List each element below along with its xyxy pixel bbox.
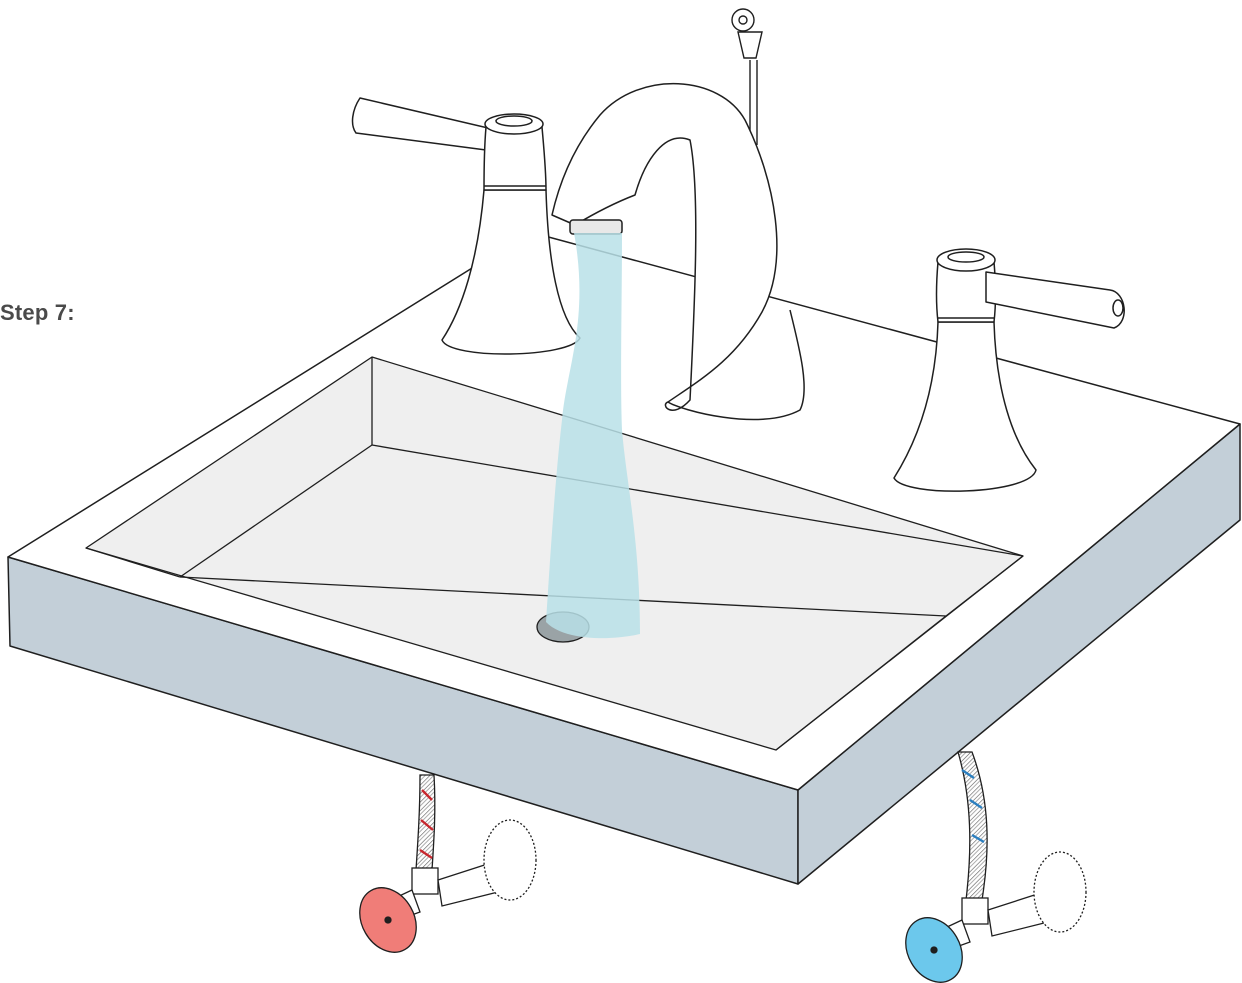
hot-handle <box>353 98 580 354</box>
cold-braided-hose <box>958 752 987 900</box>
hot-supply-assembly <box>348 775 536 962</box>
cold-supply-assembly <box>894 752 1086 983</box>
